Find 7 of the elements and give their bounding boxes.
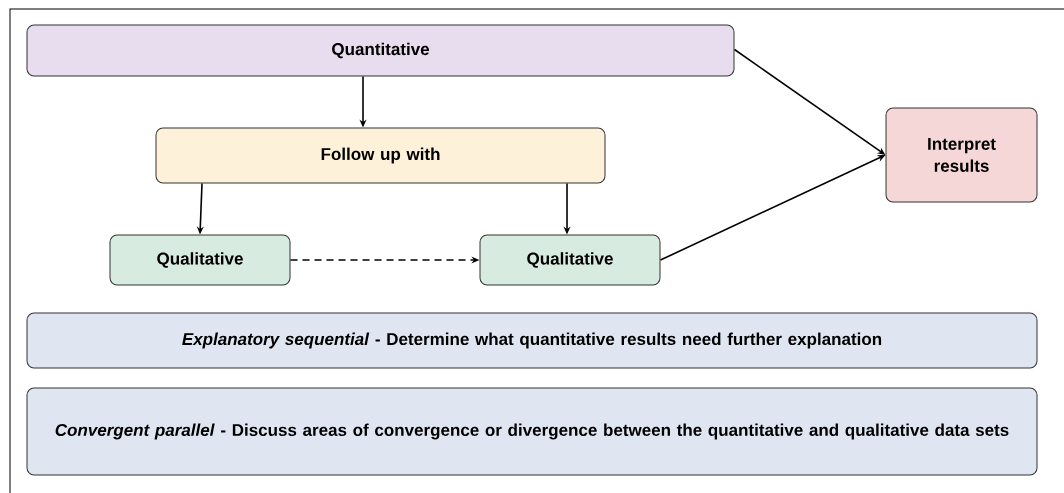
process-box: Qualitative <box>479 234 661 286</box>
result-box: Interpret results <box>885 107 1038 203</box>
process-box: Qualitative <box>109 234 291 286</box>
description-box: Explanatory sequential - Determine what quantitative results need further explanation <box>26 312 1038 369</box>
process-box: Follow up with <box>155 127 606 184</box>
description-box: Convergent parallel - Discuss areas of convergence or divergence between the quantitative and qualitative data sets <box>26 387 1038 476</box>
process-box: Quantitative <box>26 24 735 77</box>
